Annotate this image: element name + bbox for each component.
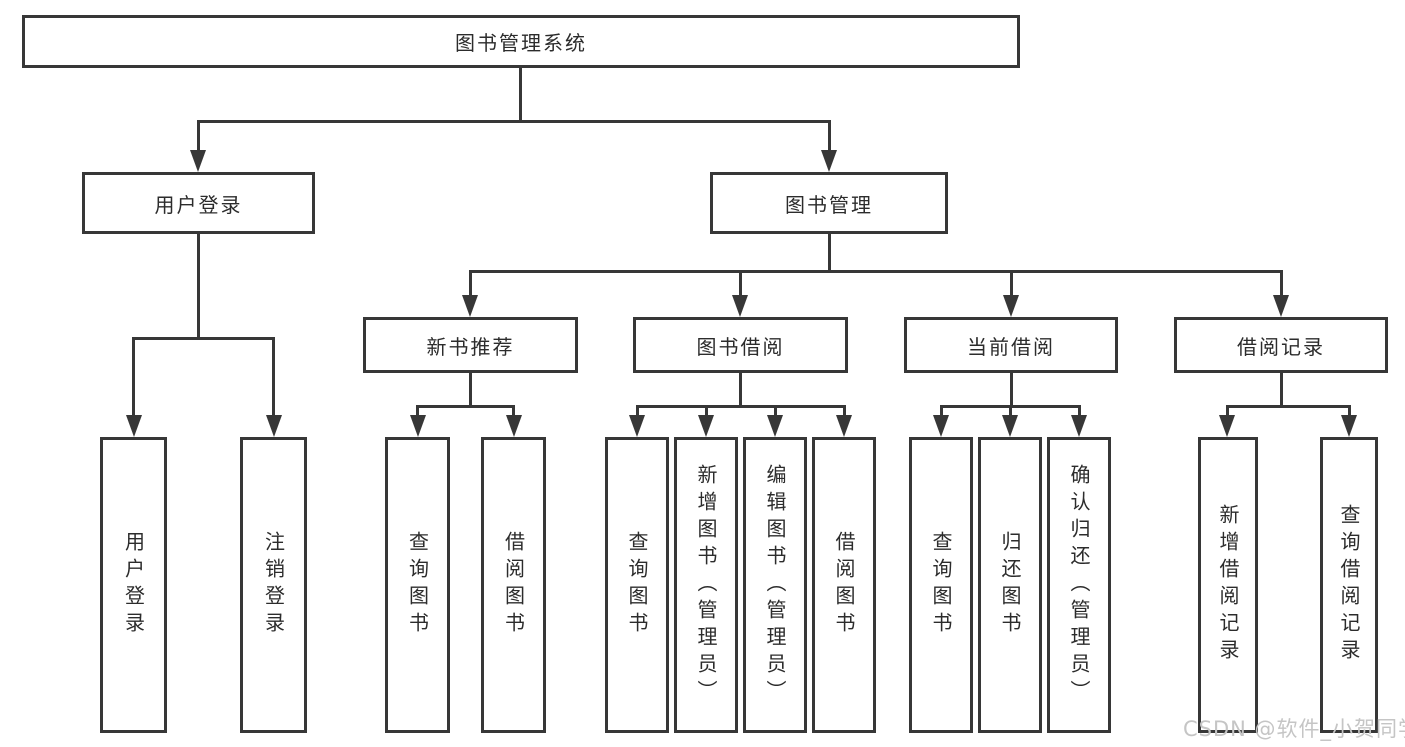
node-book-management: 图书管理 [710, 172, 948, 234]
arrowhead-down-icon [1219, 415, 1235, 437]
connector-vline [132, 337, 135, 417]
leaf-query-borrow-record: 查询借阅记录 [1320, 437, 1378, 733]
connector-vline [940, 405, 943, 417]
connector-hline [416, 405, 515, 408]
arrowhead-down-icon [836, 415, 852, 437]
connector-vline [1078, 405, 1081, 417]
connector-vline [1010, 270, 1013, 297]
arrowhead-down-icon [506, 415, 522, 437]
connector-vline [1009, 405, 1012, 417]
node-label: 注销登录 [261, 531, 286, 639]
arrowhead-down-icon [126, 415, 142, 437]
connector-vline [828, 234, 831, 273]
arrowhead-down-icon [933, 415, 949, 437]
arrowhead-down-icon [1002, 415, 1018, 437]
connector-vline [843, 405, 846, 417]
connector-vline [1226, 405, 1229, 417]
leaf-confirm-return-admin: 确认归还（管理员） [1047, 437, 1111, 733]
connector-vline [774, 405, 777, 417]
connector-vline [519, 68, 522, 120]
arrowhead-down-icon [732, 295, 748, 317]
node-label: 查询图书 [929, 531, 953, 639]
connector-hline [469, 270, 1282, 273]
connector-vline [705, 405, 708, 417]
node-root-system: 图书管理系统 [22, 15, 1020, 68]
connector-vline [272, 337, 275, 417]
node-label: 新增图书（管理员） [694, 463, 718, 707]
connector-vline [739, 373, 742, 407]
connector-vline [1280, 373, 1283, 407]
node-label: 图书管理 [785, 192, 873, 217]
connector-vline [416, 405, 419, 417]
node-label: 用户登录 [154, 192, 243, 217]
arrowhead-down-icon [410, 415, 426, 437]
node-label: 编辑图书（管理员） [763, 463, 787, 707]
leaf-logout: 注销登录 [240, 437, 307, 733]
leaf-add-borrow-record: 新增借阅记录 [1198, 437, 1258, 733]
arrowhead-down-icon [1273, 295, 1289, 317]
leaf-return-books: 归还图书 [978, 437, 1042, 733]
connector-vline [1280, 270, 1283, 297]
node-current-borrowing: 当前借阅 [904, 317, 1118, 373]
arrowhead-down-icon [698, 415, 714, 437]
leaf-borrow-books-1: 借阅图书 [481, 437, 546, 733]
connector-vline [828, 120, 831, 152]
arrowhead-down-icon [821, 150, 837, 172]
arrowhead-down-icon [629, 415, 645, 437]
node-label: 用户登录 [121, 531, 146, 639]
connector-hline [197, 120, 831, 123]
connector-vline [197, 234, 200, 338]
node-label: 借阅图书 [501, 531, 526, 639]
watermark-text: CSDN @软件_小贺同学 [1183, 717, 1405, 741]
node-label: 图书管理系统 [455, 31, 587, 55]
arrowhead-down-icon [1003, 295, 1019, 317]
node-label: 当前借阅 [967, 334, 1055, 359]
arrowhead-down-icon [767, 415, 783, 437]
node-label: 新书推荐 [426, 334, 515, 359]
leaf-query-books-3: 查询图书 [909, 437, 973, 733]
node-book-borrowing: 图书借阅 [633, 317, 848, 373]
leaf-query-books-2: 查询图书 [605, 437, 669, 733]
connector-vline [469, 270, 472, 297]
leaf-edit-books-admin: 编辑图书（管理员） [743, 437, 807, 733]
node-label: 新增借阅记录 [1216, 504, 1240, 666]
node-user-login: 用户登录 [82, 172, 315, 234]
node-new-book-recommendation: 新书推荐 [363, 317, 578, 373]
node-label: 查询图书 [405, 531, 430, 639]
leaf-user-login: 用户登录 [100, 437, 167, 733]
connector-hline [132, 337, 275, 340]
connector-vline [1348, 405, 1351, 417]
arrowhead-down-icon [266, 415, 282, 437]
connector-vline [197, 120, 200, 152]
arrowhead-down-icon [1341, 415, 1357, 437]
arrowhead-down-icon [190, 150, 206, 172]
arrowhead-down-icon [1071, 415, 1087, 437]
node-label: 归还图书 [998, 531, 1022, 639]
connector-vline [636, 405, 639, 417]
connector-hline [1226, 405, 1351, 408]
node-label: 查询借阅记录 [1337, 504, 1361, 666]
node-label: 确认归还（管理员） [1067, 463, 1091, 707]
node-label: 借阅图书 [832, 531, 856, 639]
leaf-add-books-admin: 新增图书（管理员） [674, 437, 738, 733]
connector-vline [1010, 373, 1013, 407]
node-borrowing-records: 借阅记录 [1174, 317, 1388, 373]
leaf-query-books-1: 查询图书 [385, 437, 450, 733]
connector-vline [739, 270, 742, 297]
node-label: 查询图书 [625, 531, 649, 639]
connector-vline [469, 373, 472, 407]
node-label: 借阅记录 [1237, 334, 1325, 359]
connector-hline [636, 405, 846, 408]
connector-vline [512, 405, 515, 417]
arrowhead-down-icon [462, 295, 478, 317]
leaf-borrow-books-2: 借阅图书 [812, 437, 876, 733]
node-label: 图书借阅 [696, 334, 785, 359]
